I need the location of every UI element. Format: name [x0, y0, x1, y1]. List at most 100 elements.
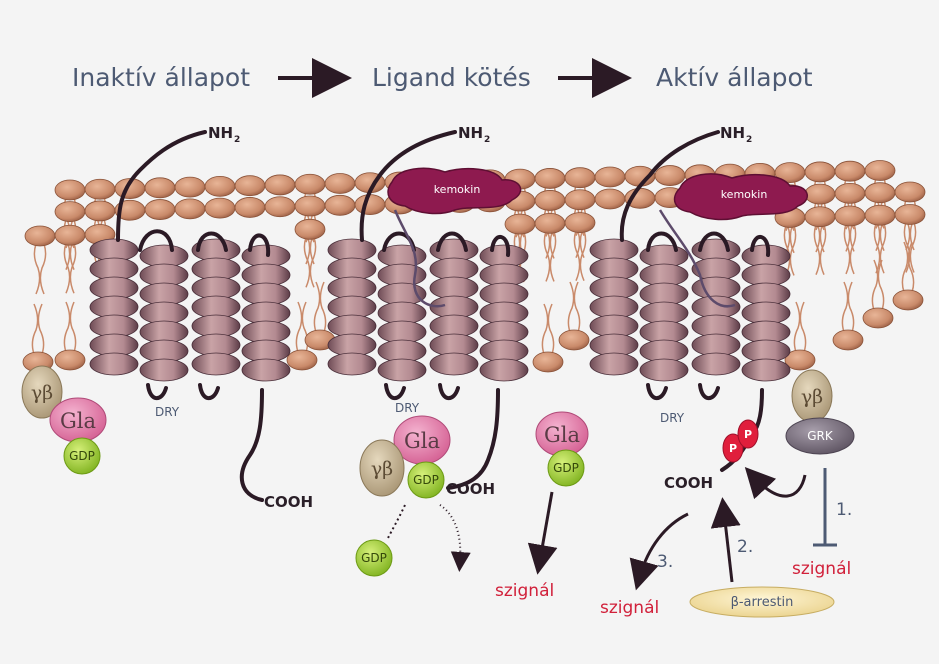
phospho-1: [722, 433, 744, 463]
lipid-head: [294, 173, 326, 195]
loop-1d: [146, 383, 168, 401]
lipid-tail: [909, 222, 917, 273]
lipid-tail: [579, 230, 587, 281]
receptor-1: [89, 238, 291, 382]
gamma-beta-label-2: γβ: [371, 458, 393, 480]
arrestin-recruit-arrow: [710, 497, 741, 583]
g-alpha-free: Gla GDP: [527, 411, 589, 575]
step-3-label: 3.: [657, 552, 673, 572]
n-terminus-3: [619, 130, 720, 242]
lipid-head: [834, 205, 866, 227]
helix-segment: [139, 358, 189, 382]
signal-arrow-galpha: [527, 491, 558, 575]
signal-label-galpha: szignál: [495, 581, 554, 601]
ligand-core-3: [658, 209, 736, 308]
ligand-label-3: kemokin: [721, 188, 768, 201]
lipid-tail: [871, 259, 879, 311]
lipid-head: [864, 204, 896, 226]
lipid-head: [594, 188, 626, 210]
lipid-head: [264, 174, 296, 196]
loop-3d: [646, 383, 668, 401]
lipid-tail: [907, 241, 915, 293]
loop-2b: [436, 231, 468, 252]
lipid-tail: [813, 224, 821, 276]
lipid-tail: [567, 281, 575, 333]
step-2-label: 2.: [737, 537, 753, 557]
c-terminus-1: [240, 388, 264, 502]
helix-segment: [89, 352, 139, 376]
loop-2c: [490, 235, 511, 257]
lipid-tail: [33, 243, 41, 295]
lipid-tail: [69, 243, 77, 294]
dry-label-2: DRY: [395, 401, 420, 415]
lipid-tail: [843, 223, 851, 275]
lipid-tail: [543, 231, 551, 282]
svg-text:2: 2: [746, 135, 752, 145]
helix-segment: [691, 352, 741, 376]
ligand-label-2: kemokin: [434, 183, 481, 196]
lipid-tail: [37, 303, 45, 355]
dry-label-3: DRY: [660, 411, 685, 425]
loop-1c: [248, 233, 271, 257]
gdp-released: [355, 539, 393, 577]
lipid-tail: [847, 281, 855, 333]
phospho-label-1: P: [729, 442, 737, 455]
lipid-tail: [873, 222, 881, 274]
phospho-2: [737, 419, 759, 449]
loop-3c: [750, 235, 771, 257]
lipid-tail: [547, 303, 555, 355]
ligand-2: kemokin: [387, 167, 522, 215]
receptor-2: [327, 238, 529, 382]
gdp-label-released: GDP: [361, 551, 387, 565]
lipid-tail: [295, 301, 303, 353]
lipid-tail: [901, 241, 909, 293]
lipid-head: [558, 329, 590, 351]
lipid-tail: [309, 237, 317, 288]
gla-label-3: Gla: [544, 423, 580, 447]
c-term-label-2: COOH: [446, 480, 495, 498]
lipid-head: [784, 349, 816, 371]
title-inactive: Inaktív állapot: [72, 63, 250, 92]
lipid-head: [862, 307, 894, 329]
lipid-tail: [849, 223, 857, 275]
lipid-head: [324, 194, 356, 216]
lipid-head: [894, 204, 926, 225]
lipid-head: [564, 212, 596, 234]
helix-segment: [639, 358, 689, 382]
lipid-head: [204, 197, 236, 219]
grk-label: GRK: [807, 429, 834, 443]
svg-text:2: 2: [234, 135, 240, 145]
n-terminus-2: [359, 130, 457, 242]
lipid-head: [834, 160, 866, 182]
lipid-head: [564, 189, 596, 211]
c-term-label-1: COOH: [264, 493, 313, 511]
lipid-tail: [573, 281, 581, 333]
lipid-head: [54, 224, 86, 246]
loop-3b: [698, 231, 730, 252]
step-1-label: 1.: [836, 500, 852, 520]
svg-text:NH: NH: [458, 124, 483, 142]
lipid-head: [174, 176, 206, 198]
gdp-label-3: GDP: [553, 461, 579, 475]
lipid-head: [834, 183, 866, 204]
lipid-head: [804, 206, 836, 228]
loop-1b: [196, 231, 228, 252]
gdp-release-arrow: [387, 504, 406, 539]
lipid-tail: [549, 231, 557, 282]
c-terminus-2: [446, 388, 500, 490]
gdp-label-1: GDP: [69, 449, 95, 463]
title-active: Aktív állapot: [656, 63, 813, 92]
lipid-tail: [319, 281, 327, 333]
ligand-core-2: [393, 209, 446, 308]
lipid-head: [234, 197, 266, 218]
gamma-beta-label-1: γβ: [31, 382, 53, 404]
active-complex: γβ GRK P P β-arrestin: [629, 369, 855, 618]
lipid-tail: [313, 281, 321, 333]
lipid-head: [534, 212, 566, 234]
loop-3e: [698, 383, 720, 401]
lipid-tail: [877, 259, 885, 311]
lipid-head: [504, 213, 536, 235]
n-term-label-1: NH 2: [208, 124, 240, 145]
gdp-label-2: GDP: [413, 473, 439, 487]
